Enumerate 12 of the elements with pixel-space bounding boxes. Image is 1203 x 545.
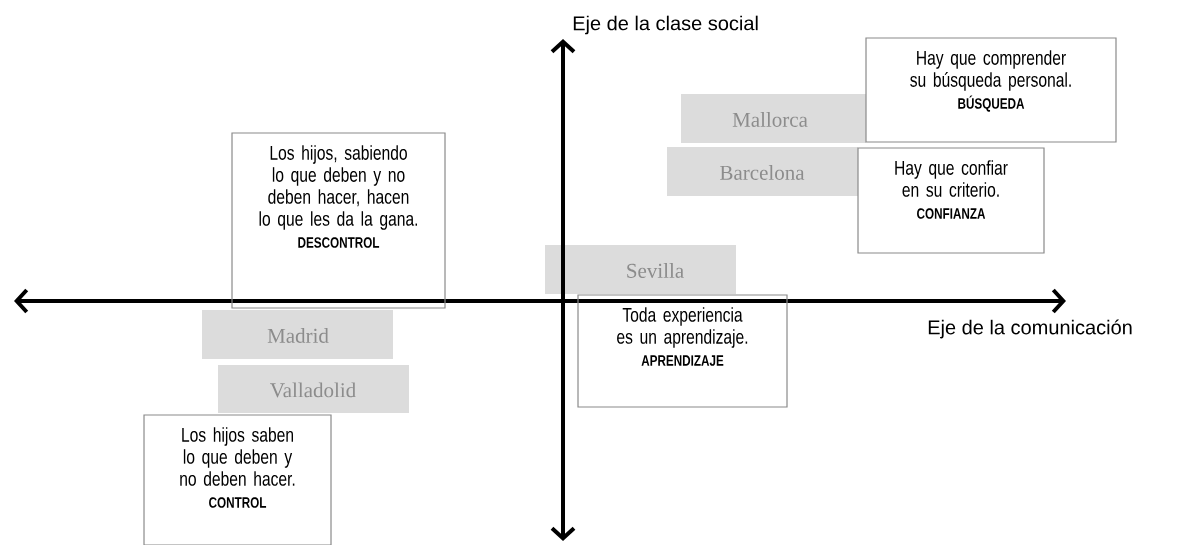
city-box: Barcelona	[667, 147, 858, 196]
city-box: Madrid	[202, 310, 393, 359]
axis-label: Eje de la clase social	[573, 15, 758, 35]
quote-box: Hay que comprender su búsqueda personal. BÚSQUEDA	[865, 37, 1117, 143]
quote-box: Los hijos, sabiendo lo que deben y no deben hacer, hacen lo que les da la gana. DESCONTROL	[231, 132, 446, 309]
quote-box: Los hijos saben lo que deben y no deben hacer. CONTROL	[143, 414, 332, 545]
axis-label: Eje de la comunicación	[928, 319, 1132, 339]
city-box: Mallorca	[681, 94, 866, 143]
city-box: Valladolid	[218, 365, 409, 413]
city-box: Sevilla	[545, 245, 736, 294]
quote-box: Hay que confiar en su criterio. CONFIANZA	[857, 147, 1045, 254]
quote-box: Toda experiencia es un aprendizaje. APRENDIZAJE	[577, 294, 788, 408]
